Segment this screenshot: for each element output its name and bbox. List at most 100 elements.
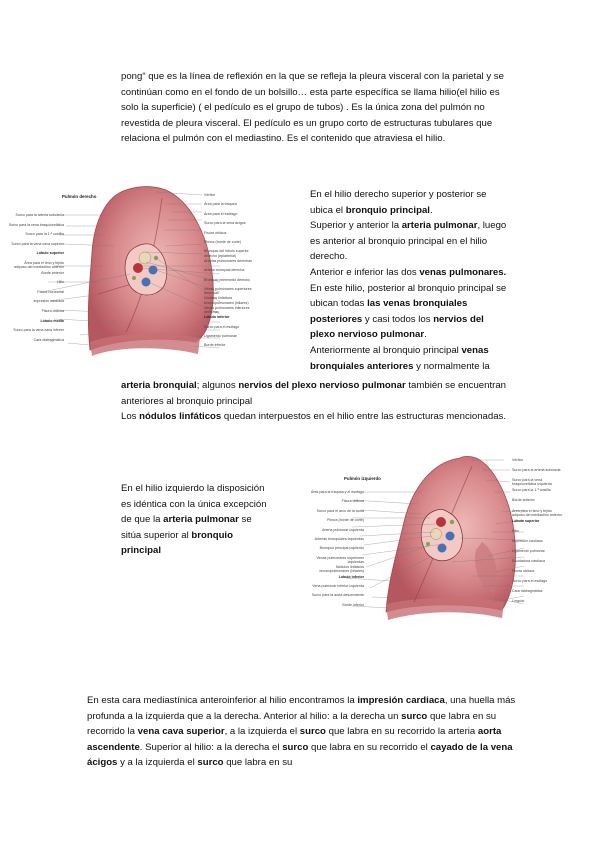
figure-label: Surco para la vena ácigos [204,221,246,226]
figure-label: Bronquio del lóbulo superior derecho (ep… [204,249,249,258]
figure-label: Área para el timo y tejido adiposo del m… [14,261,64,270]
bold-term: bronquio principal [121,529,233,557]
text-run: que labra en su recorrido la [87,710,497,738]
figure-label: Área para el esófago [204,211,238,216]
paragraph-cara-mediastinica: En esta cara mediastínica anteroinferior… [87,693,517,771]
figure-label: Área para la tráquea y el esófago [310,490,364,494]
superior-pulmonary-vein-section [445,531,455,541]
figure-label: Ligamento pulmonar [204,334,237,338]
text-run: Superior y anterior la [310,220,402,232]
cardiac-impression [474,542,497,594]
figure-label: Fisura oblicua [204,230,227,235]
text-run: , luego es anterior al bronquio principa… [310,220,507,263]
figure-label: Surco para la vena cava superior [11,241,64,246]
figure-label: Cara diafragmática [33,337,64,342]
bold-term: arteria pulmonar [163,514,239,526]
figure-label: Surco para el arco de la aorta [316,508,364,513]
text-run: y a la izquierda el [117,757,198,769]
figure-label: Venas pulmonares superiores izquierdas [316,555,364,564]
bold-term: vena cava superior [137,726,225,738]
text-run: Los [121,411,140,423]
text-run: , una huella más profunda a la izquierda… [87,695,516,722]
figure-label: Lóbulo inferior [204,315,230,320]
bold-term: surco [401,710,428,722]
bold-term: surco [299,726,326,738]
bold-term: venas bronquiales anteriores [310,344,489,372]
text-run: , a la izquierda el [224,726,300,738]
figure-label: Lóbulo superior [512,518,540,523]
text-run: y normalmente la [413,360,490,372]
figure-label: Surco para la vena braquiocefálica [8,222,64,227]
text-run: y casi todos los [362,313,434,325]
figure-label: Fisura horizontal [37,289,64,294]
figure-label: Surco para la vena braquiocefálica izqui… [512,478,552,487]
pulmonary-artery-section [133,263,143,273]
bold-term: arteria bronquial [121,380,197,391]
bold-term: aorta ascendente [87,726,502,753]
right-lung-illustration [41,186,221,356]
pulmonary-artery-section [436,517,446,527]
figure-label: Vértice [204,193,216,197]
text-run: . [429,204,433,216]
figure-label: Língula [512,599,524,604]
left-lung-base [386,597,504,620]
text-run: quedan interpuestos en el hilio entre la… [221,411,507,423]
paragraph-arteria-bronquial: arteria bronquial; algunos nervios del p… [121,378,516,425]
figure-label: Pleura (borde de corte) [327,518,364,523]
figure-label: Surco para la 1.ª costilla [512,488,551,493]
bold-term: arteria pulmonar [401,220,478,232]
leader-lines-right [451,459,525,605]
text-run: En el hilio izquierdo la disposición es … [121,483,267,526]
bold-term: nervios del plexo nervioso pulmonar [238,380,406,391]
lymph-node [132,276,136,280]
figure-label: Surco para la arteria subclavia [15,213,64,217]
main-bronchus-section [138,251,152,265]
figure-label: Nódulos linfáticos broncopulmonares (hil… [204,296,249,305]
paragraph-hilio-derecho: En el hilio derecho superior y posterior… [310,187,510,374]
figure-label: Hilio [57,280,64,285]
figure-label: Fisura oblicua [341,499,364,504]
leader-lines-left [345,491,445,609]
bold-term: bronquio principal [345,204,430,216]
text-run: también se encuentran anteriores al bron… [121,380,506,407]
figure-label: Nódulos linfáticos broncopulmonares (hil… [319,565,364,574]
figure-label: Arteria bronquial derecha [204,268,245,273]
figure-label: Ligamento pulmonar [512,548,545,553]
figure-label: Vena pulmonar inferior izquierda [312,584,364,588]
text-run: pong“ que es la línea de reflexión en la… [121,71,504,145]
bold-term: surco [282,741,309,753]
figure-label: Bronquio principal izquierdo [319,546,364,551]
paragraph-hilio-izquierdo: En el hilio izquierdo la disposición es … [121,481,271,559]
figure-label: Surco para la vena cava inferior [13,328,64,333]
text-run: que labra en su recorrido la arteria [325,726,478,738]
figure-label: Venas pulmonares superiores derechas [204,287,252,296]
figure-label: Pleura (borde de corte) [204,240,241,244]
paragraph-hilio-intro: pong“ que es la línea de reflexión en la… [121,69,506,147]
leader-lines-right [139,191,221,349]
figure-label: Arteria pulmonar izquierda [321,527,364,532]
figure-label: Hilio [512,528,519,533]
leader-lines-left [41,214,131,347]
text-run: . Superior al hilio: a la derecha el [139,741,283,753]
text-run: En esta cara mediastínica anteroinferior… [87,695,358,706]
text-run: que labra en su recorrido el [308,741,431,753]
figure-label: Bronquio intermedio derecho [204,277,251,282]
figure-label: Lóbulo inferior [338,574,364,579]
bold-term: venas pulmonares. [419,266,507,278]
bold-term: nódulos linfáticos [139,411,222,423]
figure-label: Impresión cardíaca [33,299,64,304]
lymph-node [449,519,455,525]
figure-title: Pulmón derecho [62,194,97,199]
right-lung-base [90,333,200,356]
figure-label: Borde anterior [41,270,64,275]
figure-label: Surco para la aorta descendente [311,593,364,598]
figure-label: Venas pulmonares inferiores derechas [204,305,250,314]
left-lung-illustration [345,456,525,620]
figure-label: Borde inferior [342,602,364,607]
figure-label: Área para el timo y tejido adiposo del m… [512,508,562,517]
text-run: ; algunos [196,380,239,391]
figure-label: Borde inferior [204,343,226,348]
bold-term: cayado de la vena ácigos [87,741,513,769]
figure-label: Fisura oblicua [41,309,64,313]
superior-pulmonary-vein-section [148,265,158,275]
